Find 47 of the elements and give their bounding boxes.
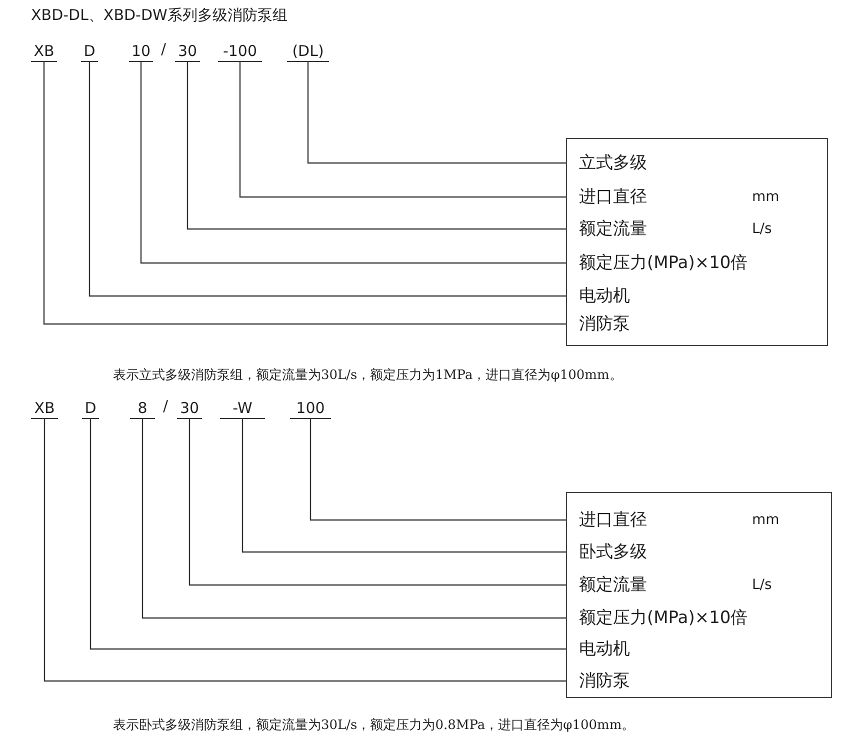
caption-text: 表示卧式多级消防泵组，额定流量为30L/s，额定压力为0.8MPa，进口直径为φ100mm。: [113, 717, 635, 734]
description-text: 额定流量: [579, 219, 647, 239]
leader-line: [142, 419, 567, 619]
leader-line: [310, 419, 567, 521]
leader-line: [140, 62, 567, 264]
description-text: 进口直径: [579, 187, 647, 207]
code-segment: D: [81, 42, 98, 62]
description-label: 电动机: [567, 635, 830, 663]
title: XBD-DL、XBD-DW系列多级消防泵组: [31, 6, 288, 25]
leader-line: [88, 62, 567, 297]
caption-text: 表示立式多级消防泵组，额定流量为30L/s，额定压力为1MPa，进口直径为φ100mm。: [113, 367, 622, 384]
description-label: 卧式多级: [567, 538, 830, 566]
code-segment: XB: [31, 42, 57, 62]
leader-line: [239, 62, 567, 198]
unit-label: mm: [752, 188, 780, 207]
leader-line: [188, 419, 567, 586]
code-segment: -100: [218, 42, 262, 62]
separator-slash: /: [161, 40, 166, 59]
description-box: [566, 492, 832, 698]
code-segment: 30: [175, 42, 200, 62]
code-segment: 8: [130, 399, 155, 419]
code-segment: XB: [31, 399, 58, 419]
description-label: 额定压力(MPa)×10倍: [567, 604, 830, 632]
leader-line: [186, 62, 567, 230]
code-segment: 100: [290, 399, 331, 419]
description-text: 额定流量: [579, 575, 647, 595]
unit-label: L/s: [752, 576, 772, 595]
leader-line: [242, 419, 567, 553]
unit-label: L/s: [752, 220, 772, 239]
leader-line: [90, 419, 567, 650]
description-text: 进口直径: [579, 510, 647, 530]
description-label: 电动机: [567, 282, 826, 310]
unit-label: mm: [752, 511, 780, 530]
code-segment: D: [82, 399, 99, 419]
leader-line: [43, 62, 567, 325]
code-segment: (DL): [287, 42, 329, 62]
description-label: 额定压力(MPa)×10倍: [567, 249, 826, 277]
description-box: [566, 138, 828, 346]
leader-line: [44, 419, 567, 682]
separator-slash: /: [163, 397, 168, 416]
description-label: 立式多级: [567, 149, 826, 177]
code-segment: 30: [177, 399, 202, 419]
code-segment: 10: [129, 42, 153, 62]
description-label: 消防泵: [567, 667, 830, 695]
description-label: 消防泵: [567, 310, 826, 338]
leader-line: [307, 62, 567, 164]
code-segment: -W: [220, 399, 265, 419]
